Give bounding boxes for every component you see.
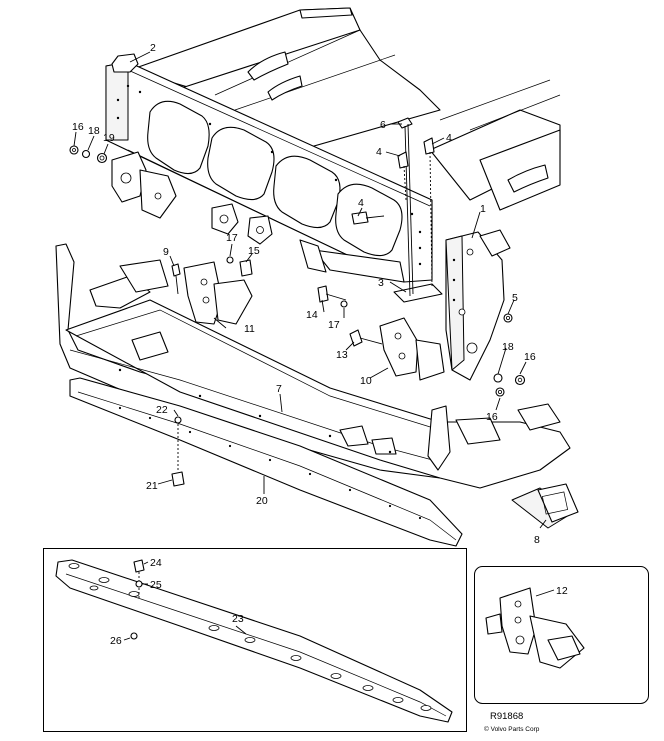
callout-4-c: 4	[358, 197, 364, 209]
callout-15: 15	[248, 245, 260, 257]
fasteners	[69, 145, 526, 487]
part-10-bracket	[379, 317, 445, 381]
callout-12: 12	[556, 585, 568, 597]
leader-lines	[73, 51, 547, 529]
deflector-holes	[68, 563, 432, 711]
left-mounting-brackets	[111, 151, 273, 245]
callout-26: 26	[110, 635, 122, 647]
callout-17-a: 17	[226, 232, 238, 244]
bolts-4-6	[351, 117, 435, 297]
callout-20: 20	[256, 495, 268, 507]
callout-19: 19	[103, 132, 115, 144]
callout-13: 13	[336, 349, 348, 361]
callout-18-b: 18	[502, 341, 514, 353]
callout-6: 6	[380, 119, 386, 131]
support-lower-box	[299, 239, 405, 283]
copyright-text: © Volvo Parts Corp	[484, 725, 540, 733]
radiator-support-crossmember	[105, 53, 433, 283]
part-11-bracket	[183, 261, 253, 325]
callout-21: 21	[146, 480, 158, 492]
callout-4-a: 4	[376, 146, 382, 158]
reference-code: R91868	[490, 711, 523, 722]
callout-24: 24	[150, 557, 162, 569]
callout-18-a: 18	[88, 125, 100, 137]
callout-25: 25	[150, 579, 162, 591]
inset-bracket-12	[474, 566, 649, 704]
strip-holes	[118, 406, 422, 520]
callout-16-b: 16	[524, 351, 536, 363]
callout-16-c: 16	[486, 411, 498, 423]
callout-23: 23	[232, 613, 244, 625]
callout-8: 8	[534, 534, 540, 546]
flange-bolt-holes	[116, 84, 422, 266]
part-3-plate	[393, 283, 443, 303]
part-8-pad	[511, 483, 579, 529]
callout-1: 1	[480, 203, 486, 215]
callout-10: 10	[360, 375, 372, 387]
callout-11: 11	[244, 323, 255, 335]
callout-labels: 2 1 6 4 4 4 3 5 16 18 19 9 17 15 11 14 1…	[72, 42, 568, 647]
callout-4-b: 4	[446, 132, 452, 144]
callout-16-a: 16	[72, 121, 84, 133]
inset-lower-deflector	[43, 548, 467, 732]
callout-5: 5	[512, 292, 518, 304]
callout-14: 14	[306, 309, 318, 321]
callout-7: 7	[276, 383, 282, 395]
part-1-right-bracket	[445, 229, 511, 381]
callout-22: 22	[156, 404, 168, 416]
callout-3: 3	[378, 277, 384, 289]
callout-17-b: 17	[328, 319, 340, 331]
callout-9: 9	[163, 246, 169, 258]
callout-2: 2	[150, 42, 156, 54]
part-20-lower-strip	[69, 377, 463, 547]
